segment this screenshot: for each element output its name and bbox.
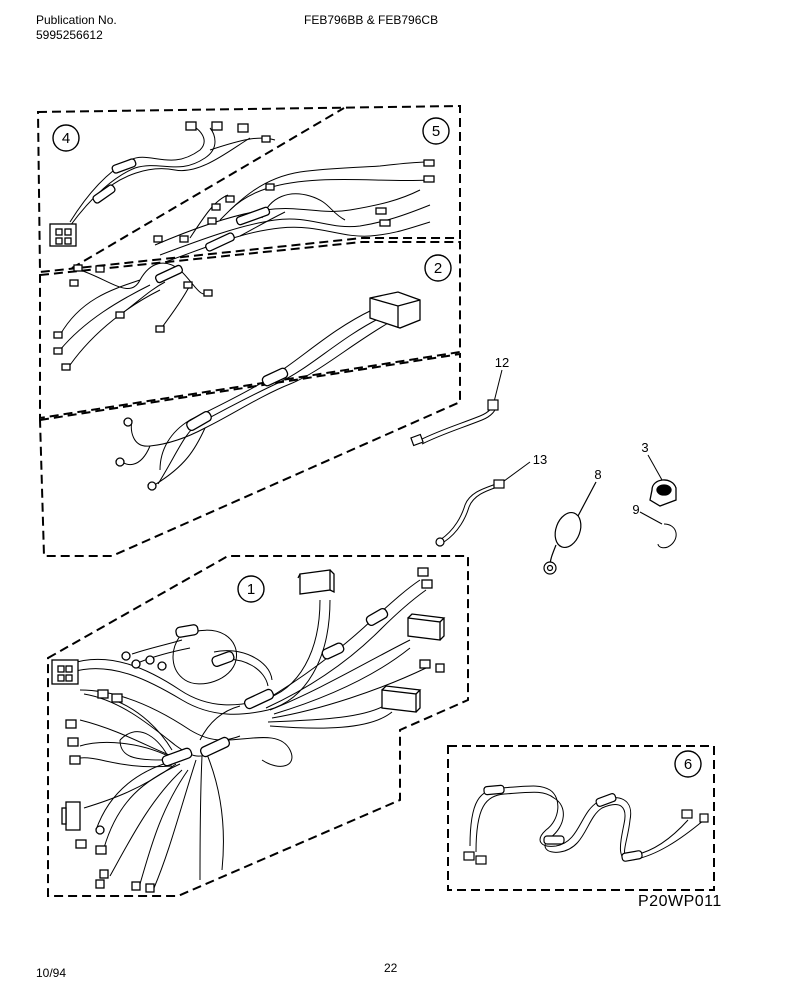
connector-block-1 [51,659,79,685]
callout-circle-4 [52,124,80,152]
connector-block [49,223,77,247]
page-number: 22 [384,961,398,975]
harness-group-1-outline [47,555,469,897]
harness-group-4-5-outline [36,104,461,274]
part-number-13: 13 [533,452,547,467]
harness-group-lower-outline [38,352,461,557]
callout-label-5: 5 [432,123,440,140]
callout-circle-6 [674,750,702,778]
publication-number: 5995256612 [36,28,103,42]
divider-4-5 [71,107,345,269]
publication-label: Publication No. [36,13,117,27]
harness-group-2-outline [39,241,461,420]
figure-code: P20WP011 [638,893,722,910]
part-number-3: 3 [641,440,648,455]
callout-label-2: 2 [434,260,442,277]
model-numbers: FEB796BB & FEB796CB [304,13,439,27]
callout-label-4: 4 [62,130,70,147]
harness-group-6-outline [447,745,715,891]
footer-date: 10/94 [36,966,67,980]
part-number-9: 9 [632,502,639,517]
part-number-12: 12 [495,355,509,370]
callout-label-1: 1 [247,581,255,598]
callout-circle-1 [237,575,265,603]
part-number-8: 8 [594,467,601,482]
callout-label-6: 6 [684,756,692,773]
callout-circle-5 [422,117,450,145]
callout-circle-2 [424,254,452,282]
connector-housing [369,291,421,329]
